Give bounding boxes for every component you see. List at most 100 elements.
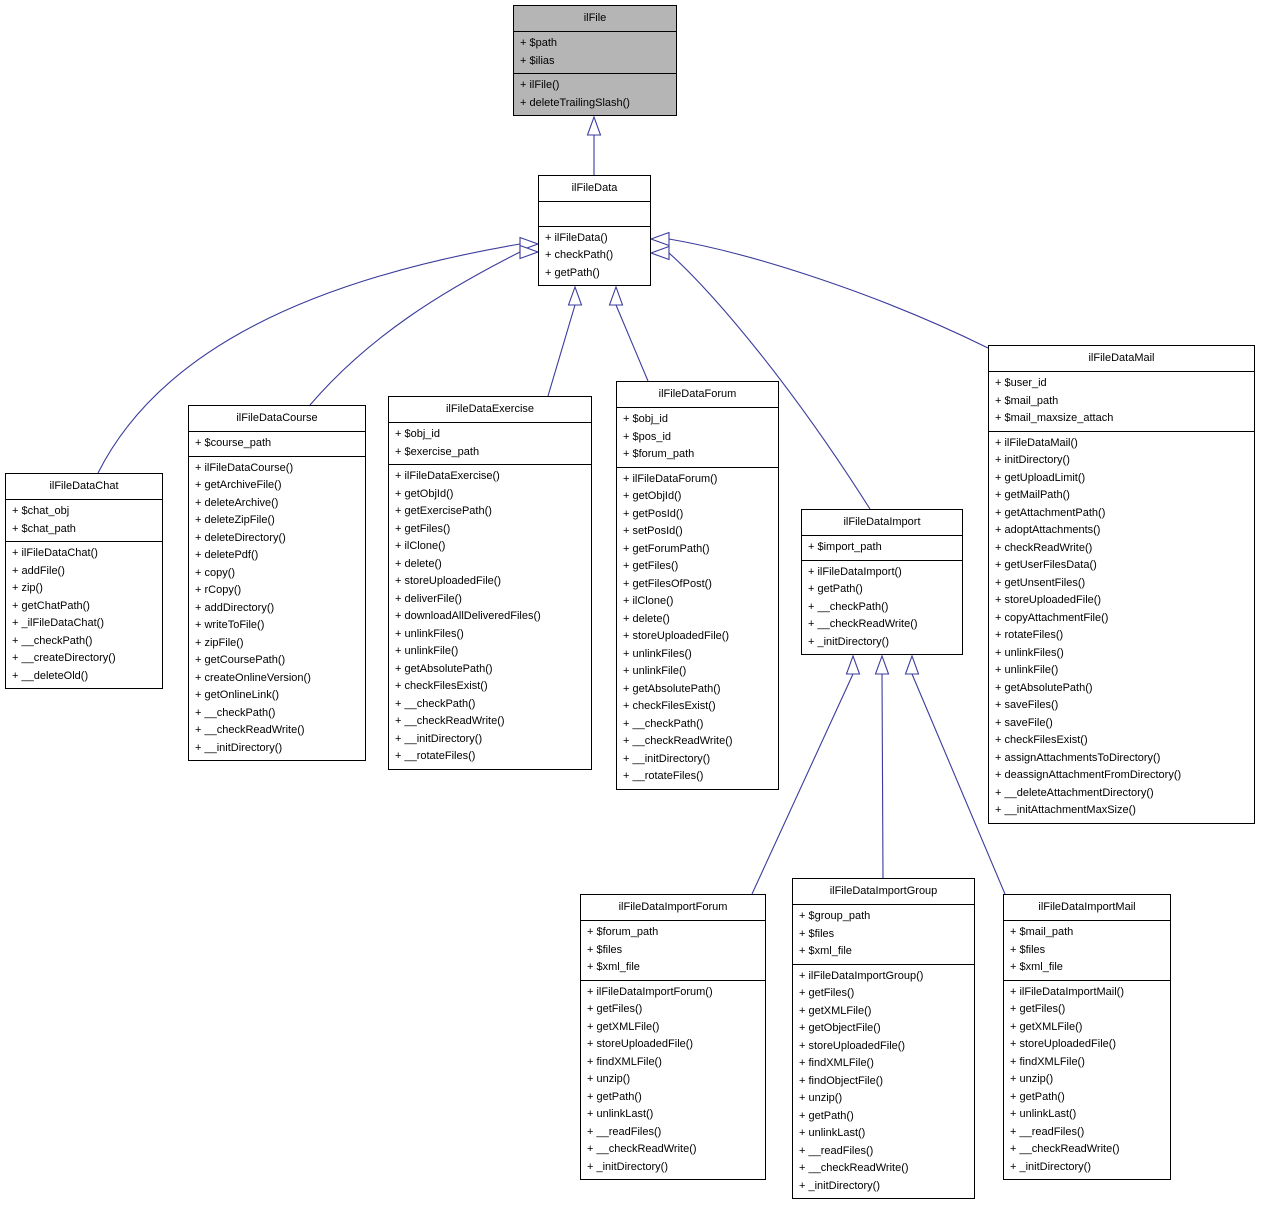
- inheritance-arrowhead: [608, 285, 624, 306]
- class-method: + deleteArchive(): [195, 496, 279, 509]
- class-node-ilFileDataChat[interactable]: ilFileDataChat+ $chat_obj+ $chat_path+ i…: [5, 473, 163, 689]
- class-method: + storeUploadedFile(): [995, 594, 1102, 606]
- edge-line: [751, 673, 854, 895]
- edge-line: [911, 673, 1006, 895]
- class-title-ilFile: ilFile: [514, 6, 676, 32]
- attributes-section: + $path+ $ilias: [514, 32, 676, 74]
- class-method: + storeUploadedFile(): [587, 1038, 694, 1050]
- inheritance-arrowhead: [567, 285, 583, 306]
- class-method: + __checkPath(): [12, 634, 93, 647]
- inheritance-edge-ilFileDataMail-to-ilFileData: [649, 231, 989, 349]
- class-node-ilFile[interactable]: ilFile+ $path+ $ilias+ ilFile()+ deleteT…: [513, 5, 677, 116]
- class-method: + addDirectory(): [195, 601, 275, 614]
- class-method: + unlinkLast(): [1010, 1108, 1077, 1120]
- class-attribute: + $group_path: [799, 910, 871, 922]
- class-method: + zip(): [12, 582, 43, 594]
- class-method: + _initDirectory(): [799, 1179, 880, 1192]
- class-method: + storeUploadedFile(): [1010, 1038, 1117, 1050]
- attributes-section: [539, 202, 650, 227]
- methods-section: + ilFileDataExercise()+ getObjId()+ getE…: [389, 465, 591, 769]
- class-method: + __readFiles(): [1010, 1125, 1085, 1138]
- class-attribute: + $user_id: [995, 377, 1047, 389]
- class-method: + getArchiveFile(): [195, 479, 282, 491]
- class-method: + __checkReadWrite(): [395, 715, 505, 727]
- class-method: + __readFiles(): [799, 1144, 874, 1157]
- class-method: + unzip(): [587, 1073, 631, 1085]
- methods-section: + ilFileDataImport()+ getPath()+ __check…: [802, 561, 962, 655]
- attributes-section: + $group_path+ $files+ $xml_file: [793, 905, 974, 965]
- class-method: + unlinkFiles(): [623, 647, 692, 660]
- class-method: + ilFile(): [520, 79, 560, 91]
- class-node-ilFileDataImport[interactable]: ilFileDataImport + $import_path + ilFileDa…: [801, 509, 963, 655]
- class-method: + getPath(): [587, 1090, 642, 1103]
- class-method: + unlinkFile(): [995, 664, 1059, 676]
- class-node-ilFileDataCourse[interactable]: ilFileDataCourse+ $course_path+ ilFileDa…: [188, 405, 366, 761]
- edge-line: [881, 673, 884, 879]
- class-method: + ilFileDataMail(): [995, 436, 1078, 449]
- class-title-ilFileDataExercise: ilFileDataExercise: [389, 397, 591, 423]
- class-method: + writeToFile(): [195, 619, 265, 631]
- attributes-section: + $import_path: [802, 536, 962, 561]
- class-node-ilFileDataImportMail[interactable]: ilFileDataImportMail+ $mail_path+ $files…: [1003, 894, 1171, 1180]
- class-method: + __deleteAttachmentDirectory(): [995, 786, 1154, 799]
- class-method: + ilFileDataForum(): [623, 472, 718, 485]
- class-title-ilFileDataImport: ilFileDataImport: [802, 510, 962, 536]
- inheritance-edge-ilFileData-to-ilFile: [586, 115, 602, 176]
- class-attribute: + $files: [587, 943, 623, 956]
- class-method: + findObjectFile(): [799, 1074, 884, 1087]
- class-method: + __checkReadWrite(): [623, 735, 733, 747]
- class-method: + getPath(): [799, 1109, 854, 1122]
- class-node-ilFileDataImportForum[interactable]: ilFileDataImportForum+ $forum_path+ $fil…: [580, 894, 766, 1180]
- edge-line: [309, 251, 521, 406]
- attributes-section: + $mail_path+ $files+ $xml_file: [1004, 921, 1170, 981]
- methods-section: + ilFile()+ deleteTrailingSlash(): [514, 74, 676, 115]
- class-method: + getCoursePath(): [195, 654, 286, 666]
- class-method: + _initDirectory(): [587, 1160, 668, 1173]
- class-attribute: + $mail_path: [1010, 926, 1074, 938]
- class-node-ilFileDataExercise[interactable]: ilFileDataExercise+ $obj_id+ $exercise_p…: [388, 396, 592, 770]
- inheritance-arrowhead: [874, 654, 890, 675]
- inheritance-arrowhead: [845, 654, 861, 675]
- class-method: + findXMLFile(): [1010, 1055, 1085, 1068]
- class-method: + __checkReadWrite(): [808, 618, 918, 630]
- class-method: + getUserFilesData(): [995, 559, 1097, 571]
- class-attribute: + $mail_maxsize_attach: [995, 412, 1114, 424]
- class-method: + ilClone(): [623, 595, 674, 607]
- inheritance-arrowhead: [649, 245, 670, 261]
- attributes-section: + $obj_id+ $pos_id+ $forum_path: [617, 408, 778, 468]
- class-attribute: + $files: [799, 927, 835, 940]
- attributes-section: + $chat_obj+ $chat_path: [6, 500, 162, 542]
- class-method: + unzip(): [799, 1092, 843, 1104]
- class-method: + deliverFile(): [395, 592, 462, 605]
- class-node-ilFileData[interactable]: ilFileData+ ilFileData()+ checkPath()+ g…: [538, 175, 651, 286]
- class-method: + __initDirectory(): [395, 732, 483, 745]
- class-method: + unlinkFiles(): [995, 646, 1064, 659]
- class-method: + checkReadWrite(): [995, 541, 1093, 554]
- methods-section: + ilFileDataImportMail()+ getFiles()+ ge…: [1004, 981, 1170, 1180]
- class-method: + getAttachmentPath(): [995, 506, 1106, 519]
- class-method: + initDirectory(): [995, 454, 1070, 466]
- class-node-ilFileDataForum[interactable]: ilFileDataForum+ $obj_id+ $pos_id+ $foru…: [616, 381, 779, 790]
- class-method: + unlinkFile(): [623, 665, 687, 677]
- methods-section: + ilFileDataCourse()+ getArchiveFile()+ …: [189, 457, 365, 761]
- inheritance-arrowhead: [904, 654, 920, 675]
- class-method: + storeUploadedFile(): [395, 575, 502, 587]
- methods-section: + ilFileDataForum()+ getObjId()+ getPosI…: [617, 468, 778, 789]
- class-method: + deletePdf(): [195, 549, 259, 561]
- class-method: + checkFilesExist(): [995, 734, 1088, 746]
- class-method: + rotateFiles(): [995, 629, 1064, 641]
- class-method: + checkFilesExist(): [395, 680, 488, 692]
- inheritance-edge-ilFileDataImportForum-to-ilFileDataImport: [751, 654, 861, 895]
- class-method: + checkFilesExist(): [623, 700, 716, 712]
- class-method: + getAbsolutePath(): [995, 681, 1093, 694]
- class-title-ilFileDataMail: ilFileDataMail: [989, 346, 1254, 372]
- class-method: + __checkPath(): [195, 706, 276, 719]
- class-method: + getAbsolutePath(): [395, 662, 493, 675]
- class-node-ilFileDataMail[interactable]: ilFileDataMail+ $user_id+ $mail_path+ $m…: [988, 345, 1255, 824]
- class-attribute: + $import_path: [808, 541, 882, 553]
- attributes-section: + $user_id+ $mail_path+ $mail_maxsize_at…: [989, 372, 1254, 432]
- class-attribute: + $ilias: [520, 54, 555, 67]
- class-method: + _initDirectory(): [1010, 1160, 1091, 1173]
- class-node-ilFileDataImportGroup[interactable]: ilFileDataImportGroup+ $group_path+ $fil…: [792, 878, 975, 1199]
- class-attribute: + $exercise_path: [395, 445, 480, 458]
